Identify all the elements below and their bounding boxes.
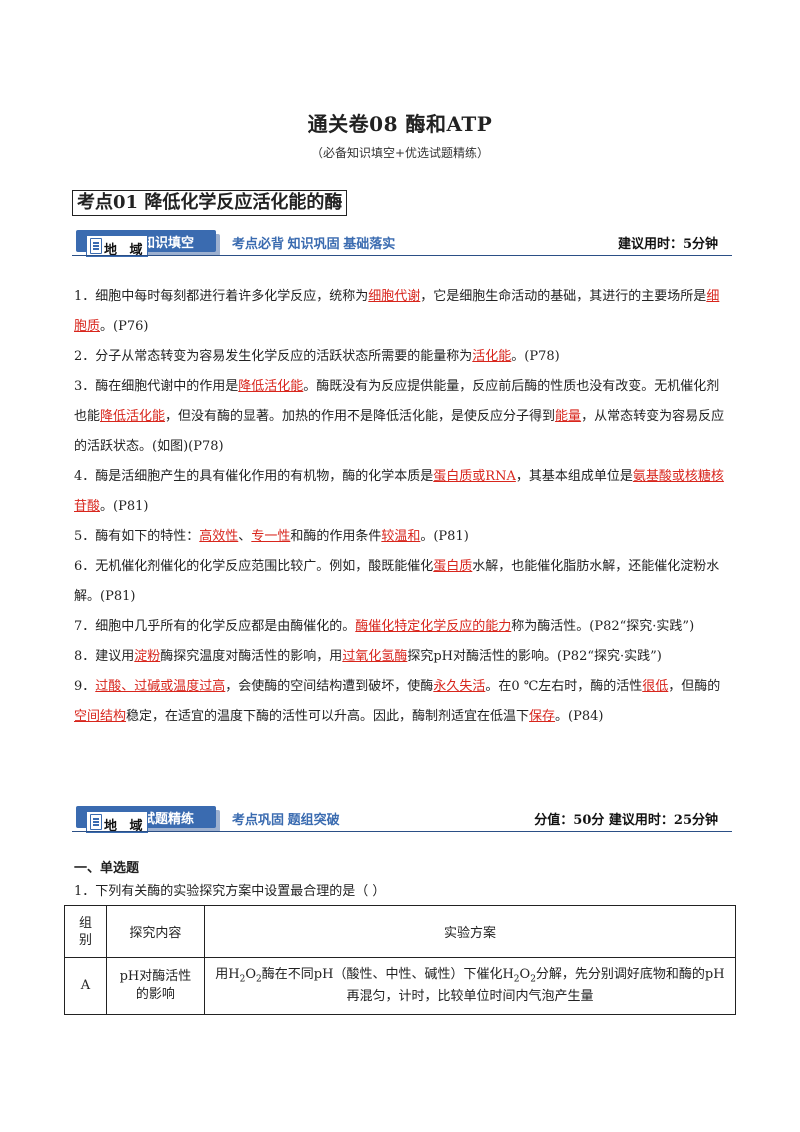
exercise-band: 试题精练 地 域 考点巩固 题组突破 分值：50分 建议用时：25分钟 xyxy=(72,804,732,836)
table-header-plan: 实验方案 xyxy=(203,905,737,958)
list-item: 5．酶有如下的特性：高效性、专一性和酶的作用条件较温和。(P81) xyxy=(74,529,469,544)
list-item: 9．过酸、过碱或温度过高，会使酶的空间结构遭到破坏，使酶永久失活。在0 ℃左右时… xyxy=(74,679,721,724)
answer-blank: 氨基酸或核糖核苷酸 xyxy=(74,469,724,514)
answer-blank: 能量 xyxy=(555,409,582,424)
band-middle-text: 考点巩固 题组突破 xyxy=(232,812,340,827)
knowledge-items: 1．细胞中每时每刻都进行着许多化学反应，统称为细胞代谢，它是细胞生命活动的基础，… xyxy=(74,282,730,732)
table-header-content: 探究内容 xyxy=(105,905,205,958)
question-1: 1．下列有关酶的实验探究方案中设置最合理的是（ ） xyxy=(74,884,386,899)
answer-blank: 降低活化能 xyxy=(100,409,166,424)
badge-main-label: 地 域 xyxy=(104,243,147,258)
answer-blank: 较温和 xyxy=(381,529,421,544)
badge-top-label: 知识填空 xyxy=(142,235,195,250)
answer-blank: 过氧化氢酶 xyxy=(342,649,408,664)
answer-blank: 细胞质 xyxy=(74,289,720,334)
page-title: 通关卷08 酶和ATP xyxy=(307,112,493,136)
list-item: 4．酶是活细胞产生的具有催化作用的有机物，酶的化学本质是蛋白质或RNA，其基本组… xyxy=(74,469,724,514)
suggested-time: 建议用时：5分钟 xyxy=(617,237,718,252)
list-item: 7．细胞中几乎所有的化学反应都是由酶催化的。酶催化特定化学反应的能力称为酶活性。… xyxy=(74,619,695,634)
answer-blank: 永久失活 xyxy=(433,679,486,694)
badge-top-label: 试题精练 xyxy=(142,811,195,826)
table-header-row: 组别 探究内容 实验方案 xyxy=(64,905,737,958)
section-heading: 考点01 降低化学反应活化能的酶 xyxy=(72,190,348,216)
table-cell-group: A xyxy=(64,957,107,1015)
table-cell-content: pH对酶活性的影响 xyxy=(105,957,205,1015)
list-item: 1．细胞中每时每刻都进行着许多化学反应，统称为细胞代谢，它是细胞生命活动的基础，… xyxy=(74,289,720,334)
section-label-single-choice: 一、单选题 xyxy=(74,861,140,876)
answer-blank: 降低活化能 xyxy=(238,379,304,394)
knowledge-band: 知识填空 地 域 考点必背 知识巩固 基础落实 建议用时：5分钟 xyxy=(72,228,732,260)
table-cell-plan: 用H2O2酶在不同pH（酸性、中性、碱性）下催化H2O2分解，先分别调好底物和酶… xyxy=(203,957,737,1015)
experiment-table: 组别 探究内容 实验方案 A pH对酶活性的影响 用H2O2酶在不同pH（酸性、… xyxy=(64,905,737,1015)
answer-blank: 淀粉 xyxy=(134,649,161,664)
answer-blank: 活化能 xyxy=(472,349,512,364)
knowledge-badge: 知识填空 地 域 xyxy=(72,230,220,258)
badge-main-label: 地 域 xyxy=(104,819,147,834)
answer-blank: 空间结构 xyxy=(74,709,127,724)
list-item: 6．无机催化剂催化的化学反应范围比较广。例如，酸既能催化蛋白质水解，也能催化脂肪… xyxy=(74,559,720,604)
list-item: 3．酶在细胞代谢中的作用是降低活化能。酶既没有为反应提供能量，反应前后酶的性质也… xyxy=(74,379,725,454)
band-middle-text: 考点必背 知识巩固 基础落实 xyxy=(232,236,396,251)
answer-blank: 酶催化特定化学反应的能力 xyxy=(355,619,512,634)
exercise-badge: 试题精练 地 域 xyxy=(72,806,220,834)
score-and-time: 分值：50分 建议用时：25分钟 xyxy=(534,813,718,828)
answer-blank: 保存 xyxy=(529,709,556,724)
book-icon xyxy=(90,814,102,830)
answer-blank: 过酸、过碱或温度过高 xyxy=(95,679,226,694)
list-item: 2．分子从常态转变为容易发生化学反应的活跃状态所需要的能量称为活化能。(P78) xyxy=(74,349,560,364)
page-subtitle: （必备知识填空+优选试题精练） xyxy=(310,146,490,160)
book-icon xyxy=(90,238,102,254)
answer-blank: 很低 xyxy=(642,679,669,694)
answer-blank: 专一性 xyxy=(251,529,291,544)
answer-blank: 蛋白质 xyxy=(433,559,473,574)
answer-blank: 细胞代谢 xyxy=(368,289,421,304)
table-header-group: 组别 xyxy=(64,905,107,958)
list-item: 8．建议用淀粉酶探究温度对酶活性的影响，用过氧化氢酶探究pH对酶活性的影响。(P… xyxy=(74,649,662,664)
table-row: A pH对酶活性的影响 用H2O2酶在不同pH（酸性、中性、碱性）下催化H2O2… xyxy=(64,957,737,1015)
answer-blank: 蛋白质或RNA xyxy=(433,469,516,484)
answer-blank: 高效性 xyxy=(199,529,239,544)
